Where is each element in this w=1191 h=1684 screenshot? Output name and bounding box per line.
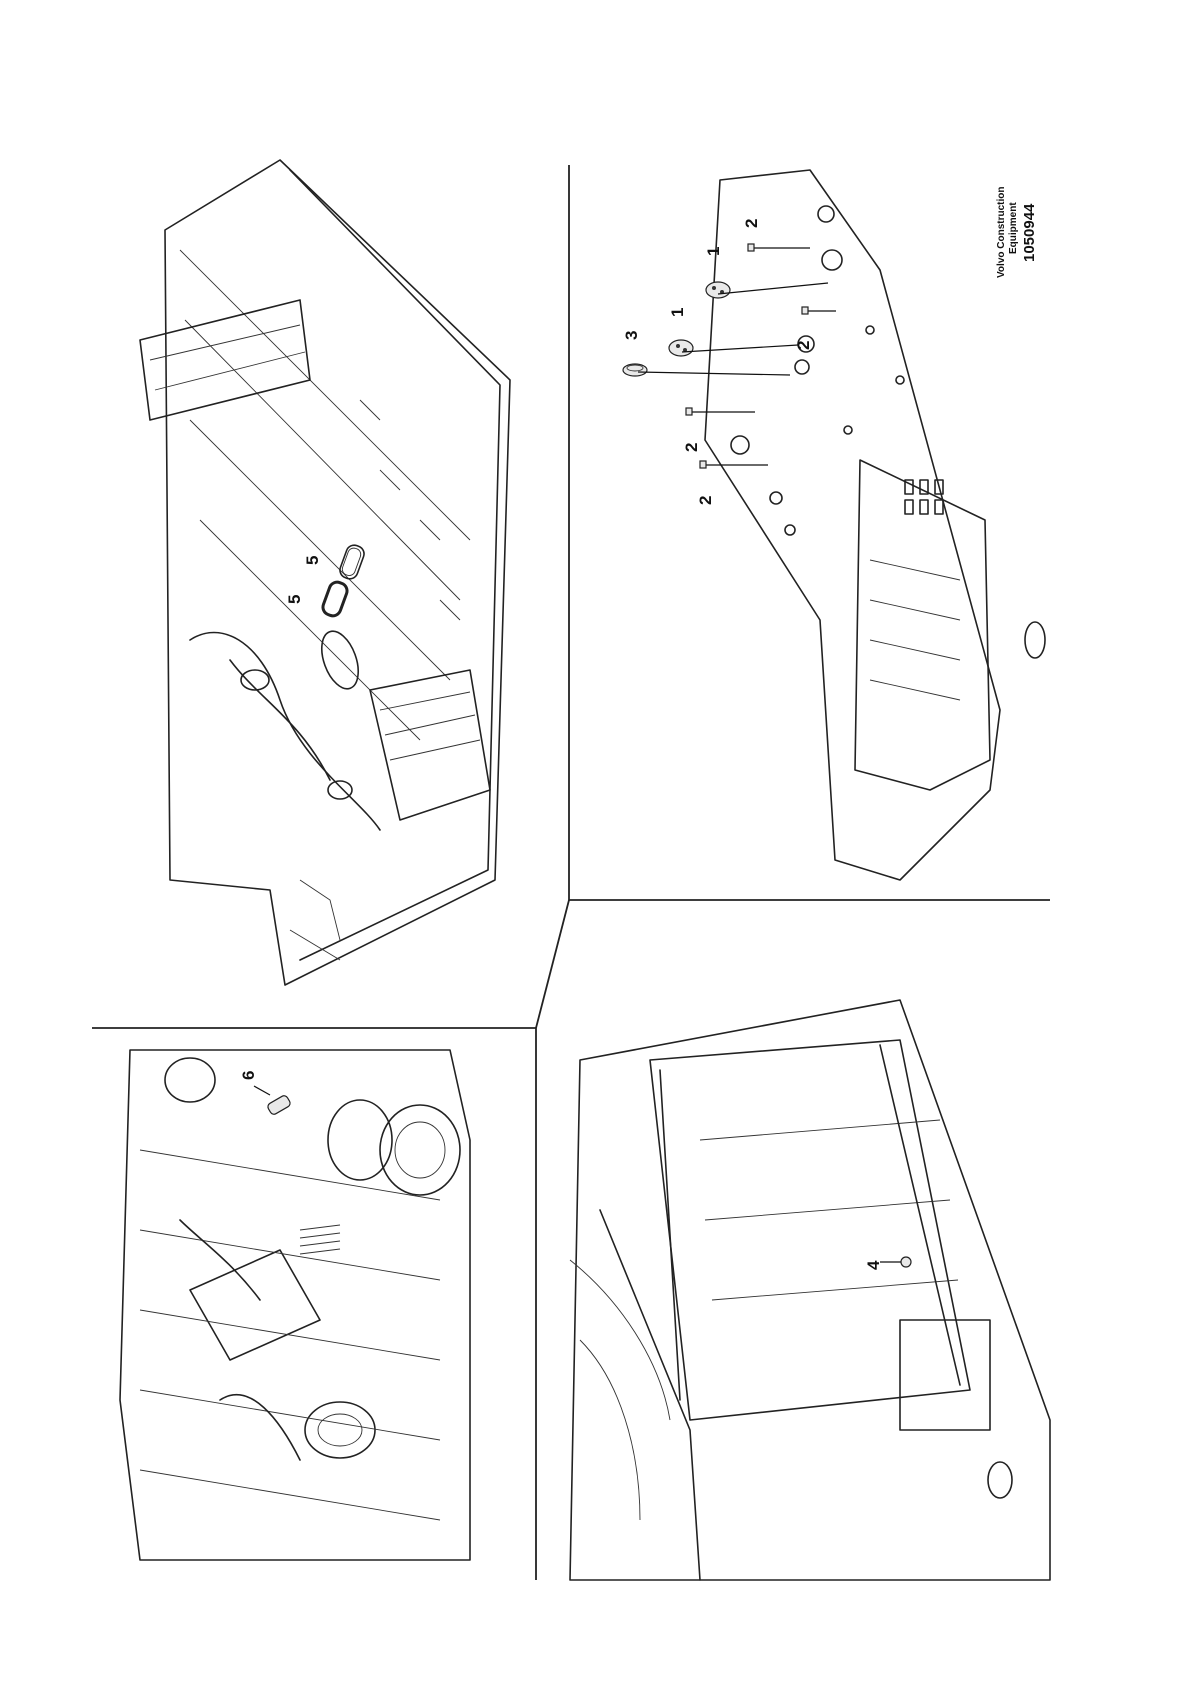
hole-grommets <box>321 544 365 618</box>
fitting-part-4 <box>880 1256 912 1268</box>
callout-5: 5 <box>303 556 322 565</box>
grommet-part-1b <box>705 281 829 299</box>
callout-4: 4 <box>864 1260 883 1270</box>
plug-parts-2 <box>685 243 836 469</box>
callout-2: 2 <box>696 496 715 505</box>
radiator-illustration <box>569 999 1051 1581</box>
grommet-part-3 <box>622 363 791 377</box>
drawing-credit: Volvo Construction Equipment 1050944 <box>996 187 1038 278</box>
callout-2: 2 <box>794 341 813 350</box>
callout-labels: 3 1 1 2 2 2 2 5 5 6 4 <box>239 219 883 1270</box>
callout-3: 3 <box>622 331 641 340</box>
callout-6: 6 <box>239 1071 258 1080</box>
grommet-part-1a <box>668 339 799 357</box>
credit-company-line2: Equipment <box>1008 202 1019 254</box>
credit-company-line1: Volvo Construction <box>996 187 1007 278</box>
panel-dividers <box>92 165 1050 1580</box>
upper-frame-illustration <box>139 159 511 986</box>
bottom-plate-illustration <box>622 169 1046 881</box>
callout-1: 1 <box>668 308 687 317</box>
callout-5: 5 <box>285 595 304 604</box>
vent-slots <box>904 479 944 515</box>
callout-2: 2 <box>742 219 761 228</box>
hose-part-6 <box>253 1085 291 1115</box>
engine-grille <box>299 1224 341 1255</box>
callout-1: 1 <box>704 247 723 256</box>
drawing-number: 1050944 <box>1021 203 1038 262</box>
callout-2: 2 <box>682 443 701 452</box>
engine-illustration <box>119 1049 471 1561</box>
